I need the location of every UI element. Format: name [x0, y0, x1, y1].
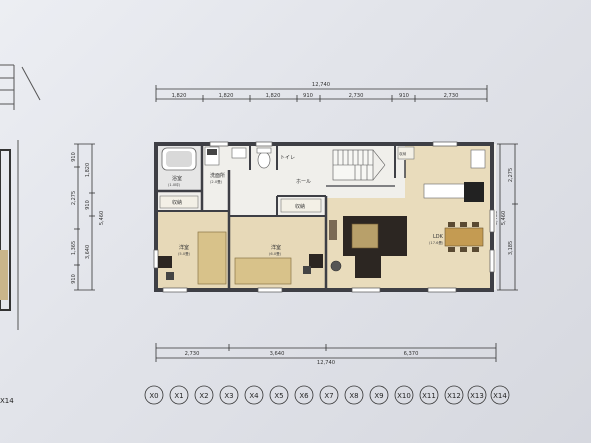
- left-dimension: 1,820: [85, 163, 91, 177]
- grid-label-x14: X14: [490, 385, 510, 405]
- right-dimension: 2,275: [508, 168, 514, 182]
- right-dimension: 3,185: [508, 241, 514, 255]
- toilet-fixture: [256, 147, 272, 169]
- adjacent-plan-fragment: [0, 64, 41, 330]
- grid-label-x4: X4: [244, 385, 264, 405]
- room-label-storage-center: 収納: [295, 203, 305, 210]
- grid-label-x0: X0: [144, 385, 164, 405]
- windows: [153, 141, 495, 293]
- room-label-western-1: 洋室: [179, 244, 189, 251]
- top-dimension-segment: 2,730: [444, 93, 459, 99]
- room-size-western-1: (5.0畳): [178, 251, 191, 256]
- left-dimension: 910: [71, 152, 77, 162]
- svg-text:X5: X5: [274, 392, 283, 400]
- storage-top-right-box: [397, 146, 415, 160]
- svg-text:X4: X4: [249, 392, 259, 400]
- svg-text:X10: X10: [397, 392, 411, 400]
- room-label-western-2: 洋室: [271, 244, 281, 251]
- room-size-ldk: (17.6畳): [429, 240, 444, 245]
- grid-axis-labels: X0 X1 X2 X3 X4 X5 X6 X7 X8 X9 X10 X11 X1…: [144, 385, 510, 405]
- room-size-washroom: (2.0畳): [210, 179, 223, 184]
- svg-text:X0: X0: [149, 392, 158, 400]
- bottom-dimension-lines: [155, 343, 497, 362]
- top-total-dimension: 12,740: [312, 82, 330, 88]
- grid-label-x2: X2: [194, 385, 214, 405]
- grid-label-x3: X3: [219, 385, 239, 405]
- top-dimension-segment: 1,820: [266, 93, 281, 99]
- bathtub: [161, 147, 197, 171]
- right-dimension: 5,460: [501, 211, 507, 225]
- svg-text:X8: X8: [349, 392, 358, 400]
- svg-text:X2: X2: [199, 392, 208, 400]
- svg-text:X14: X14: [493, 392, 507, 400]
- svg-text:X6: X6: [299, 392, 309, 400]
- room-label-storage-left: 収納: [172, 199, 182, 206]
- storage-left-box: [159, 195, 199, 209]
- room-label-ldk: LDK: [433, 234, 444, 240]
- left-total-dimension: 5,460: [99, 211, 105, 225]
- western-room-2-furniture: [234, 254, 323, 285]
- top-dimension-segment: 2,730: [349, 93, 364, 99]
- staircase: [332, 149, 386, 181]
- top-dimension-segment: 1,820: [219, 93, 234, 99]
- left-dimension: 910: [71, 274, 77, 284]
- side-grid-label: X14: [0, 397, 14, 405]
- bottom-total-dimension: 12,740: [317, 360, 335, 366]
- top-dimension-segment: 910: [303, 93, 313, 99]
- left-dimension: 3,640: [85, 245, 91, 259]
- grid-label-x7: X7: [319, 385, 339, 405]
- left-dimension: 1,365: [71, 241, 77, 255]
- room-size-bath: (1.0坪): [168, 182, 181, 187]
- grid-label-x9: X9: [369, 385, 389, 405]
- bottom-dimension-segment: 3,640: [270, 351, 285, 357]
- top-dimension-segment: 910: [399, 93, 409, 99]
- bottom-dimension-segment: 6,370: [404, 351, 419, 357]
- grid-label-x1: X1: [169, 385, 189, 405]
- room-label-storage-top-right: 収納: [399, 151, 407, 156]
- svg-text:X12: X12: [447, 392, 461, 400]
- storage-center-box: [280, 198, 322, 213]
- washroom-fixtures: [204, 146, 247, 166]
- svg-text:X7: X7: [324, 392, 333, 400]
- svg-text:X1: X1: [174, 392, 183, 400]
- grid-label-x13: X13: [467, 385, 487, 405]
- room-label-bath: 浴室: [172, 175, 182, 182]
- western-room-1-furniture: [158, 231, 227, 285]
- room-size-western-2: (6.0畳): [269, 251, 282, 256]
- svg-text:X9: X9: [374, 392, 383, 400]
- room-label-toilet: トイレ: [280, 155, 295, 161]
- room-label-hall: ホール: [296, 179, 311, 185]
- grid-label-x6: X6: [294, 385, 314, 405]
- top-dimension-lines: [155, 85, 488, 102]
- svg-text:X3: X3: [224, 392, 233, 400]
- top-dimension-segment: 1,820: [172, 93, 187, 99]
- svg-text:X11: X11: [422, 392, 436, 400]
- ldk-furniture: [329, 149, 486, 278]
- left-dimension: 910: [85, 200, 91, 210]
- grid-label-x8: X8: [344, 385, 364, 405]
- left-dimension-lines: [74, 143, 95, 291]
- grid-label-x5: X5: [269, 385, 289, 405]
- room-label-washroom: 洗面所: [210, 172, 225, 179]
- right-dimension-lines: [497, 143, 518, 291]
- svg-text:X13: X13: [470, 392, 484, 400]
- grid-label-x12: X12: [444, 385, 464, 405]
- grid-label-x11: X11: [419, 385, 439, 405]
- left-dimension: 2,275: [71, 191, 77, 205]
- bottom-dimension-segment: 2,730: [185, 351, 200, 357]
- grid-label-x10: X10: [394, 385, 414, 405]
